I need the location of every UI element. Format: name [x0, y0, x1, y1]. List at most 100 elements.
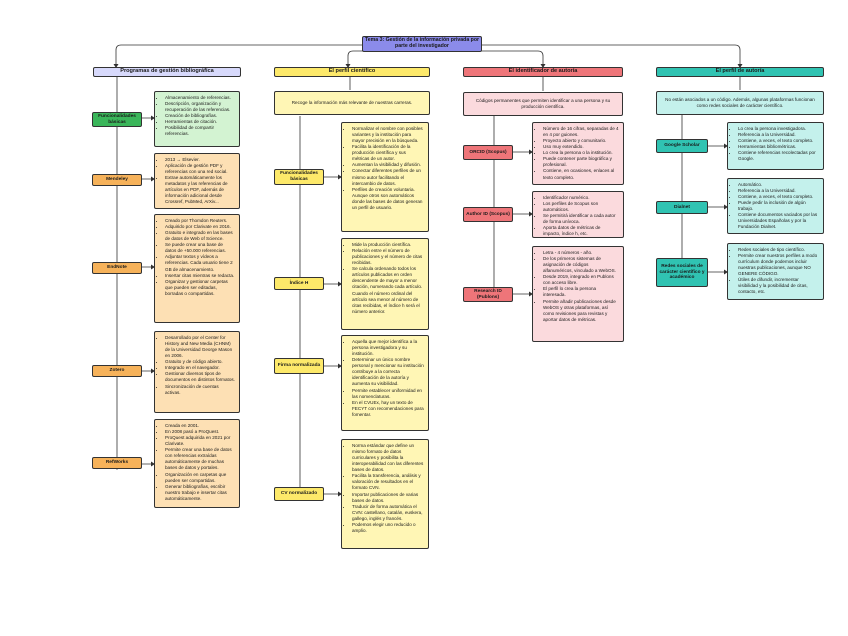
- bullet-item: Referencia a la Universidad.: [738, 188, 819, 194]
- bullet-item: Sincronización de cuentas activas.: [165, 384, 235, 396]
- details-funcionalidades-basicas-perfil: Normalizar el nombre con posibles varian…: [341, 122, 429, 232]
- bullet-item: Proyecto abierto y comunitario.: [543, 138, 619, 144]
- bullet-item: Los perfiles de Scopus son automáticos.: [543, 201, 619, 213]
- root-topic: Tema 3: Gestión de la información privad…: [362, 36, 482, 52]
- bullet-item: Podemos elegir uno reducido o amplio.: [352, 522, 424, 534]
- bullet-item: Aquella que mejor identifica a la person…: [352, 339, 424, 357]
- bullet-item: Letra - 4 números - año.: [543, 250, 619, 256]
- bullet-item: Importar publicaciones de varias bases d…: [352, 492, 424, 504]
- details-google-scholar: Lo crea la persona investigadora.Referen…: [727, 122, 824, 170]
- bullet-item: Se calcula ordenando todos los artículos…: [352, 266, 424, 315]
- node-google-scholar: Google Scholar: [656, 139, 708, 153]
- bullet-item: Integrado en el navegador.: [165, 365, 235, 371]
- bullet-item: Norma estándar que define un mismo forma…: [352, 443, 424, 473]
- intro-perfil-autoria: No están asociados a un código. Además, …: [656, 91, 824, 115]
- details-author-id: Identificador numérico.Los perfiles de S…: [532, 191, 624, 238]
- bullet-item: Permite añadir publicaciones desde WebOS…: [543, 299, 619, 323]
- bullet-item: Gratuito y de código abierto.: [165, 359, 235, 365]
- bullet-item: Generar bibliografías, escribir nuestro …: [165, 484, 235, 502]
- details-dialnet: Automático.Referencia a la Universidad.C…: [727, 178, 824, 234]
- bullet-item: Contiene referencias recolectadas por Go…: [738, 150, 819, 162]
- bullet-item: Redes sociales de tipo científico.: [738, 247, 819, 253]
- bullet-item: Puede pedir la inclusión de algún trabaj…: [738, 200, 819, 212]
- bullet-item: Herramientas bibliométricas.: [738, 144, 819, 150]
- bullet-item: Aporta datos de métricas de impacto, índ…: [543, 225, 619, 237]
- bullet-item: Permite crear nuestros perfiles a modo c…: [738, 253, 819, 277]
- bullet-item: Herramientas de citación.: [165, 119, 235, 125]
- node-funcionalidades-basicas-programas: Funcionalidades básicas: [92, 112, 142, 127]
- bullet-item: Creado por Thomdon Reuters.: [165, 218, 235, 224]
- bullet-item: En 2008 pasó a ProQuest.: [165, 429, 235, 435]
- details-redes-sociales: Redes sociales de tipo científico.Permit…: [727, 243, 824, 300]
- bullet-item: Número de 16 cifras, separadas de 4 en 4…: [543, 126, 619, 138]
- bullet-item: Permite establecer uniformidad en las no…: [352, 388, 424, 400]
- bullet-item: Se puede crear una base de datos de +50.…: [165, 242, 235, 254]
- bullet-item: Determinar un único nombre personal y me…: [352, 357, 424, 387]
- node-endnote: EndNote: [92, 262, 142, 274]
- node-author-id: Author ID (Scopus): [463, 207, 513, 222]
- bullet-item: Organizar y gestionar carpetas que puede…: [165, 279, 235, 297]
- bullet-item: Se permitirá identificar a cada autor de…: [543, 213, 619, 225]
- bullet-item: Extrae automáticamente los metadatos y l…: [165, 175, 235, 205]
- bullet-item: Gratuito e integrado en las bases de dat…: [165, 230, 235, 242]
- bullet-item: Adquirido por Clarivate en 2016.: [165, 224, 235, 230]
- bullet-item: Desde 2019, integrado en Publons con acc…: [543, 274, 619, 286]
- node-indice-h: Índice H: [274, 277, 324, 290]
- bullet-item: Identificador numérico.: [543, 195, 619, 201]
- bullet-item: Lo crea la persona o la institución.: [543, 150, 619, 156]
- bullet-item: Insertar citas mientras se redacta.: [165, 273, 235, 279]
- bullet-item: Lo crea la persona investigadora.: [738, 126, 819, 132]
- bullet-item: ProQuest adquirida en 2021 por Clarivate…: [165, 435, 235, 447]
- bullet-item: Conectar diferentes perfiles de un mismo…: [352, 168, 424, 186]
- bullet-item: Automático.: [738, 182, 819, 188]
- bullet-item: Posibilidad de compartir referencias.: [165, 125, 235, 137]
- bullet-item: Organización en carpetas que pueden ser …: [165, 472, 235, 484]
- node-research-id: Research ID (Publons): [463, 287, 513, 302]
- bullet-item: Mide la producción científica.: [352, 242, 424, 248]
- details-refworks: Creada en 2001.En 2008 pasó a ProQuest.P…: [154, 419, 240, 508]
- bullet-item: Contiene, a veces, el texto completo.: [738, 138, 819, 144]
- details-indice-h: Mide la producción científica.Relación e…: [341, 238, 429, 330]
- header-identificador: El identificador de autoría: [463, 67, 623, 77]
- node-zotero: Zotero: [92, 365, 142, 377]
- details-mendeley: 2013 → Elsevier.Aplicación de gestión PD…: [154, 153, 240, 209]
- details-research-id: Letra - 4 números - año.De los primeros …: [532, 246, 624, 342]
- bullet-item: Perfiles de creación voluntaria. Aunque …: [352, 187, 424, 211]
- intro-identificador: Códigos permanentes que permiten identif…: [463, 92, 623, 116]
- bullet-item: Uso muy extendido.: [543, 144, 619, 150]
- bullet-item: Gestionar diversos tipos de documentos e…: [165, 371, 235, 383]
- details-firma-normalizada: Aquella que mejor identifica a la person…: [341, 335, 429, 431]
- bullet-item: Aumentan la visibilidad y difusión.: [352, 162, 424, 168]
- details-endnote: Creado por Thomdon Reuters.Adquirido por…: [154, 214, 240, 323]
- bullet-item: Puede contener parte biográfica y profes…: [543, 156, 619, 168]
- bullet-item: El perfil lo crea la persona interesada.: [543, 286, 619, 298]
- details-zotero: Desarrollado por el Center for History a…: [154, 331, 240, 413]
- node-dialnet: Dialnet: [656, 201, 708, 214]
- bullet-item: Creación de bibliografías.: [165, 113, 235, 119]
- node-cv-normalizado: CV normalizado: [274, 487, 324, 501]
- bullet-item: Referencia a la Universidad.: [738, 132, 819, 138]
- node-orcid: ORCID (Scopus): [463, 145, 513, 160]
- bullet-item: Desarrollado por el Center for History a…: [165, 335, 235, 359]
- bullet-item: Descripción, organización y recuperación…: [165, 101, 235, 113]
- header-perfil-cientifico: El perfil científico: [274, 67, 430, 77]
- node-firma-normalizada: Firma normalizada: [274, 358, 324, 374]
- bullet-item: Permite crear una base de datos con refe…: [165, 447, 235, 471]
- bullet-item: Contiene, en ocasiones, enlaces al texto…: [543, 168, 619, 180]
- header-programas: Programas de gestión bibliográfica: [93, 67, 241, 77]
- intro-perfil-cientifico: Recoge la información más relevante de n…: [274, 91, 430, 115]
- bullet-item: En el CVUEx, hay un texto de FECYT con r…: [352, 400, 424, 418]
- bullet-item: De los primeros sistemas de asignación d…: [543, 256, 619, 274]
- bullet-item: Contiene, a veces, el texto completo.: [738, 194, 819, 200]
- bullet-item: Facilita la identificación de la producc…: [352, 144, 424, 162]
- bullet-item: Adjuntar textos y vídeos a referencias. …: [165, 254, 235, 272]
- bullet-item: 2013 → Elsevier.: [165, 157, 235, 163]
- bullet-item: Aplicación de gestión PDF y referencias …: [165, 163, 235, 175]
- node-mendeley: Mendeley: [92, 174, 142, 186]
- node-refworks: RefWorks: [92, 457, 142, 469]
- details-orcid: Número de 16 cifras, separadas de 4 en 4…: [532, 122, 624, 185]
- bullet-item: Útiles de difundir, incrementar visibili…: [738, 277, 819, 295]
- details-cv-normalizado: Norma estándar que define un mismo forma…: [341, 439, 429, 549]
- bullet-item: Relación entre el número de publicacione…: [352, 248, 424, 266]
